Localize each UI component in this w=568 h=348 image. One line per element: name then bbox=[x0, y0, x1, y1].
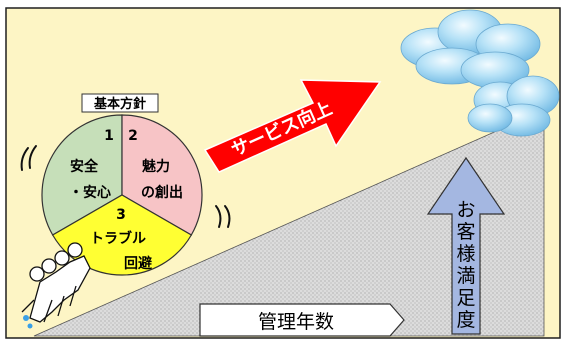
motion-lines-icon bbox=[20, 145, 231, 228]
cloud-icon bbox=[400, 9, 560, 137]
customer-satisfaction-arrow: お 客 様 満 足 度 bbox=[426, 156, 506, 335]
people-pushing-icon bbox=[21, 242, 91, 329]
satisfaction-char: 度 bbox=[456, 309, 475, 331]
management-years-label: 管理年数 bbox=[258, 311, 334, 333]
segment-2-number: 2 bbox=[128, 128, 138, 144]
segment-3-line2: 回避 bbox=[124, 255, 152, 272]
management-years-arrow: 管理年数 bbox=[199, 303, 405, 337]
satisfaction-char: お bbox=[456, 199, 475, 221]
segment-1-line1: 安全 bbox=[70, 158, 99, 175]
basic-policy-pie: 基本方針 1 安全 ・安心 2 魅力 の創出 3 トラブル 回避 bbox=[41, 93, 203, 276]
satisfaction-char: 様 bbox=[456, 243, 475, 265]
satisfaction-char: 満 bbox=[456, 265, 475, 287]
pie-segment-trouble bbox=[51, 194, 193, 276]
segment-1-number: 1 bbox=[104, 128, 114, 144]
segment-3-line1: トラブル bbox=[90, 230, 146, 247]
pie-title-box bbox=[81, 93, 159, 113]
segment-2-line1: 魅力 bbox=[142, 158, 170, 175]
pie-title: 基本方針 bbox=[93, 96, 146, 112]
segment-3-number: 3 bbox=[116, 207, 126, 223]
pie-segment-attraction bbox=[121, 114, 203, 236]
satisfaction-char: 足 bbox=[456, 287, 475, 309]
satisfaction-char: 客 bbox=[456, 221, 475, 243]
pie-segment-safety bbox=[41, 114, 123, 236]
segment-2-line2: の創出 bbox=[141, 184, 183, 201]
customer-satisfaction-label: お 客 様 満 足 度 bbox=[456, 199, 475, 331]
segment-1-line2: ・安心 bbox=[69, 184, 111, 201]
